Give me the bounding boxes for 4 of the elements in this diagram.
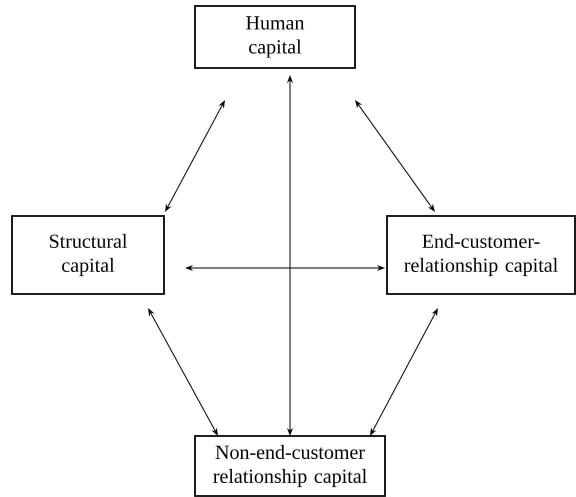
text-box: End-customer-relationship capital [386, 215, 576, 295]
text-box: Non-end-customer relationship capital [194, 435, 386, 497]
text-box: Human capital [194, 5, 356, 69]
text-box: Structural capital [11, 215, 165, 295]
